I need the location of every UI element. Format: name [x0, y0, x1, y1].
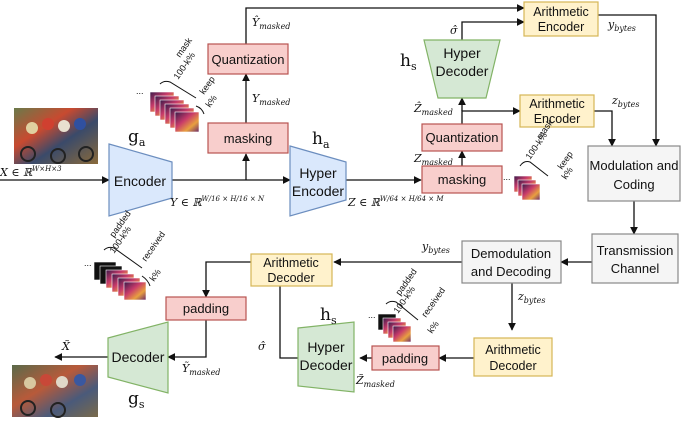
arith-enc-y-block: Arithmetic Encoder: [523, 1, 599, 37]
masking-z-block: masking: [421, 165, 503, 194]
y-tilde-masked-label: Ỹmasked: [182, 361, 220, 377]
module-labels: ga ha hs hs gs: [128, 51, 417, 411]
y-hat-masked-label: Ŷmasked: [252, 15, 290, 31]
received-z-text: received: [419, 286, 447, 320]
arith-dec-y-block: Arithmetic Decoder: [250, 253, 333, 287]
encoder-block: Encoder: [108, 143, 173, 217]
encoder-label: Encoder: [114, 173, 166, 189]
received-y-pct: k%: [147, 267, 162, 283]
y-bytes-bottom-label: ybytes: [421, 240, 450, 255]
hyper-encoder-block: Hyper Encoder: [289, 145, 347, 217]
feature-stack-masking-z: [513, 175, 541, 201]
arith-dec-z-block: Arithmetic Decoder: [473, 337, 553, 377]
arith-enc-y-label-1: Arithmetic: [533, 5, 589, 19]
demodulation-label-2: and Decoding: [471, 264, 551, 279]
math-labels: X ∈ ℝW×H×3 Y ∈ ℝW/16 × H/16 × N Z ∈ ℝW/6…: [0, 15, 640, 389]
keep-y-text: keep: [197, 74, 216, 96]
z-tilde-masked-label: Z̃masked: [355, 374, 395, 389]
ga-label: ga: [128, 127, 146, 149]
hyper-decoder-top-block: Hyper Decoder: [423, 39, 501, 99]
z-latent-label: Z ∈ ℝW/64 × H/64 × M: [347, 195, 444, 209]
ha-label: ha: [312, 129, 330, 151]
ellipsis-y: ...: [136, 86, 144, 96]
feature-stack-padding-z: [377, 313, 412, 343]
modulation-block: Modulation and Coding: [587, 145, 681, 202]
transmission-label-2: Channel: [611, 261, 660, 276]
quantization-y-label: Quantization: [212, 52, 285, 67]
masking-y-block: masking: [207, 122, 289, 154]
hyper-decoder-bottom-block: Hyper Decoder: [297, 321, 355, 393]
y-bytes-top-label: ybytes: [607, 18, 636, 33]
x-input-label: X ∈ ℝW×H×3: [0, 165, 62, 179]
arith-dec-z-label-2: Decoder: [489, 359, 536, 373]
input-image: [14, 108, 98, 164]
demodulation-label-1: Demodulation: [471, 246, 551, 261]
transmission-block: Transmission Channel: [591, 233, 679, 284]
modulation-label-2: Coding: [613, 177, 654, 192]
hyper-encoder-label-1: Hyper: [299, 165, 337, 181]
decoder-block: Decoder: [107, 321, 169, 394]
z-hat-masked-label: Ẑmasked: [413, 101, 453, 117]
feature-stack-padding-y: [93, 261, 147, 301]
z-bytes-bottom-label: zbytes: [517, 290, 546, 305]
stack-braces: [103, 80, 549, 321]
arith-dec-y-label-1: Arithmetic: [263, 256, 319, 270]
demodulation-block: Demodulation and Decoding: [461, 240, 562, 284]
padding-y-label: padding: [183, 301, 229, 316]
arith-dec-y-label-2: Decoder: [267, 271, 314, 285]
quantization-z-label: Quantization: [426, 130, 499, 145]
arith-dec-z-label-1: Arithmetic: [485, 343, 541, 357]
quantization-y-block: Quantization: [207, 43, 289, 75]
ellipsis-z: ...: [503, 172, 511, 182]
z-masked-label: Zmasked: [413, 152, 453, 167]
sigma-hat-top-label: σ̂: [450, 24, 458, 37]
hyper-encoder-label-2: Encoder: [292, 183, 344, 199]
x-tilde-label: X̃: [61, 340, 71, 353]
padding-y-block: padding: [165, 296, 247, 321]
padding-z-label: padding: [382, 351, 428, 366]
transmission-label-1: Transmission: [597, 243, 674, 258]
hyper-decoder-bottom-label-2: Decoder: [300, 357, 353, 373]
connectors: [0, 4, 660, 362]
received-z-pct: k%: [425, 319, 440, 335]
hyper-decoder-top-label-1: Hyper: [443, 45, 481, 61]
ellipsis-pad-y: ...: [84, 258, 92, 268]
arith-enc-z-block: Arithmetic Encoder: [519, 94, 595, 128]
arith-enc-y-label-2: Encoder: [538, 20, 585, 34]
z-bytes-top-label: zbytes: [611, 94, 640, 109]
hyper-decoder-top-label-2: Decoder: [436, 63, 489, 79]
ellipsis-pad-z: ...: [368, 310, 376, 320]
received-y-text: received: [139, 230, 167, 264]
decoder-label: Decoder: [112, 349, 165, 365]
masking-y-label: masking: [224, 131, 272, 146]
hyper-decoder-bottom-label-1: Hyper: [307, 339, 345, 355]
quantization-z-block: Quantization: [421, 123, 503, 152]
arith-enc-z-label-1: Arithmetic: [529, 97, 585, 111]
arith-enc-z-label-2: Encoder: [534, 112, 581, 126]
output-image: [12, 365, 98, 418]
modulation-label-1: Modulation and: [590, 158, 679, 173]
sigma-hat-bottom-label: σ̂: [258, 340, 266, 353]
feature-stack-masking-y: [149, 91, 200, 133]
y-masked-label: Ymasked: [252, 92, 290, 107]
gs-label: gs: [128, 389, 145, 411]
hs-top-label: hs: [400, 51, 417, 73]
hs-bottom-label: hs: [320, 305, 337, 327]
padding-z-block: padding: [371, 345, 440, 371]
y-latent-label: Y ∈ ℝW/16 × H/16 × N: [170, 195, 265, 209]
masking-z-label: masking: [438, 172, 486, 187]
